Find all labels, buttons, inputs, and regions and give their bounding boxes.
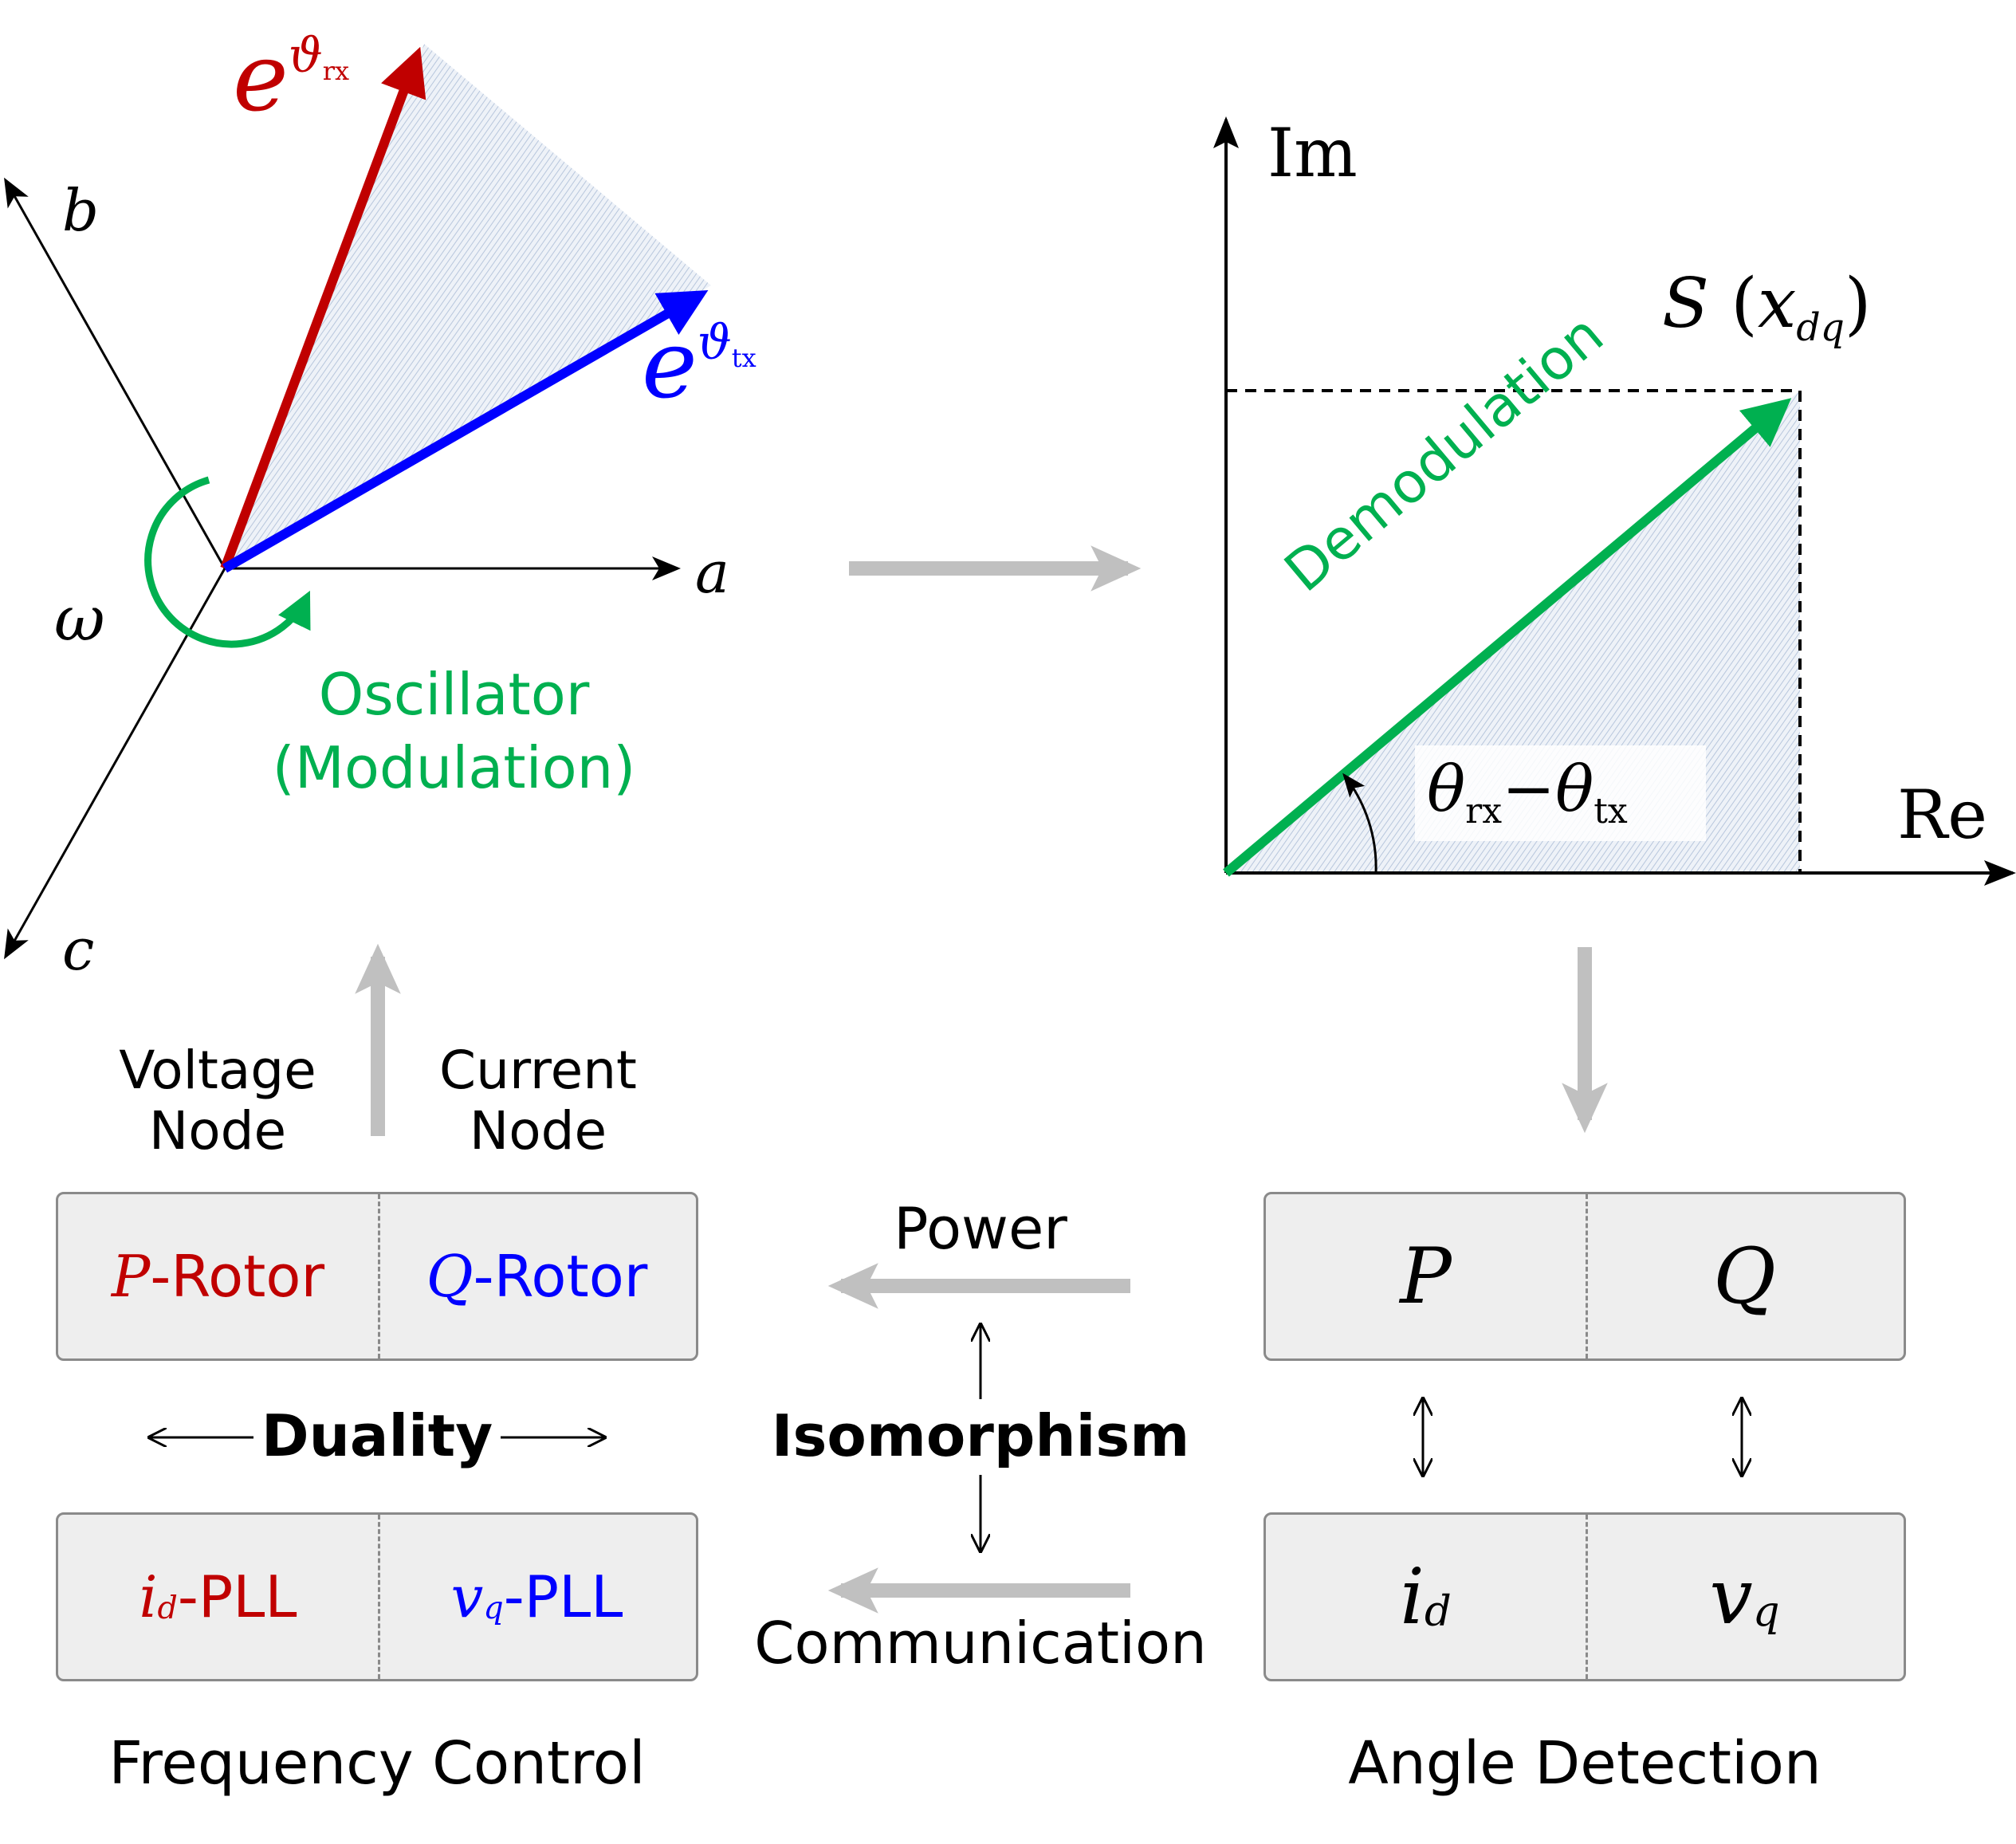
p-cell: P [1266, 1194, 1586, 1358]
id-pll-symbol: i [139, 1563, 158, 1630]
theta-rx: θ [1427, 752, 1466, 826]
id-pll-sub: d [157, 1589, 178, 1626]
e-tx-vector [222, 290, 709, 573]
id-pll-text: -PLL [177, 1563, 297, 1630]
minus-sign: − [1502, 752, 1556, 826]
axis-b-line [4, 177, 226, 569]
pq-divider [1586, 1194, 1588, 1358]
oscillator-line2: (Modulation) [272, 734, 636, 801]
pq-box: P Q [1263, 1192, 1906, 1361]
vq-pll-text: -PLL [503, 1563, 623, 1630]
vq-pll-symbol: v [450, 1563, 484, 1630]
axis-a-label: a [695, 539, 729, 606]
idvq-divider [1586, 1515, 1588, 1679]
e-rx-label: eϑrx [233, 30, 349, 124]
s-close-paren: ) [1844, 264, 1872, 344]
isomorphism-label: Isomorphism [771, 1402, 1190, 1469]
s-arg-base: x [1757, 264, 1797, 344]
s-symbol: S [1662, 264, 1709, 344]
p-symbol: P [1400, 1232, 1452, 1321]
id-symbol: i [1400, 1552, 1425, 1642]
re-label: Re [1897, 776, 1987, 854]
theta-tx: θ [1555, 752, 1594, 826]
vq-symbol: v [1709, 1552, 1753, 1642]
e-rx-vector [220, 46, 426, 571]
q-cell: Q [1586, 1194, 1904, 1358]
rotor-divider [378, 1194, 380, 1358]
frequency-control-caption: Frequency Control [108, 1729, 646, 1798]
q-rotor-cell: Q-Rotor [378, 1194, 696, 1358]
e-rx-sub: rx [322, 56, 350, 86]
s-open-paren: ( [1708, 264, 1758, 344]
phasor-shaded-sector [225, 44, 711, 568]
q-rotor-text: -Rotor [473, 1243, 648, 1310]
p-rotor-text: -Rotor [150, 1243, 325, 1310]
oscillator-label: Oscillator (Modulation) [257, 658, 651, 804]
voltage-node-label: Voltage Node [102, 1040, 333, 1162]
pll-divider [378, 1515, 380, 1679]
current-node-line2: Node [469, 1100, 607, 1162]
power-label: Power [894, 1195, 1067, 1262]
vq-sub: q [1752, 1586, 1780, 1636]
axis-c-line [4, 568, 226, 960]
rotor-box: P-Rotor Q-Rotor [56, 1192, 698, 1361]
angle-arc [1342, 773, 1377, 874]
angle-label-bg [1415, 745, 1706, 841]
vq-pll-sub: q [483, 1589, 504, 1626]
id-sub: d [1424, 1586, 1452, 1636]
q-symbol: Q [1713, 1232, 1776, 1321]
q-rotor-symbol: Q [426, 1243, 474, 1310]
axis-b-label: b [62, 177, 100, 244]
voltage-node-line1: Voltage [119, 1040, 316, 1101]
angle-detection-caption: Angle Detection [1348, 1729, 1821, 1798]
axis-c-label: c [62, 916, 95, 983]
s-arg-sub: dq [1796, 305, 1845, 350]
e-rx-base: e [233, 22, 289, 132]
omega-rotation-arrow [144, 476, 311, 648]
theta-rx-sub: rx [1465, 791, 1503, 832]
e-tx-sub: tx [731, 343, 756, 373]
communication-label: Communication [754, 1610, 1207, 1677]
s-vector [1223, 398, 1792, 877]
current-node-line1: Current [439, 1040, 637, 1101]
duality-label: Duality [261, 1402, 493, 1469]
e-tx-base: e [642, 309, 698, 419]
voltage-node-line2: Node [148, 1100, 287, 1162]
e-rx-exp: ϑ [288, 28, 323, 84]
p-rotor-symbol: P [111, 1243, 151, 1310]
current-node-label: Current Node [422, 1040, 654, 1162]
e-tx-label: eϑtx [642, 317, 756, 411]
im-label: Im [1267, 114, 1358, 192]
e-tx-exp: ϑ [697, 315, 732, 371]
oscillator-line1: Oscillator [318, 661, 590, 728]
theta-tx-sub: tx [1594, 791, 1628, 832]
angle-difference-label: θrx−θtx [1427, 757, 1628, 829]
omega-label: ω [54, 584, 105, 655]
p-rotor-cell: P-Rotor [58, 1194, 378, 1358]
s-xdq-label: S (xdq) [1662, 269, 1871, 347]
